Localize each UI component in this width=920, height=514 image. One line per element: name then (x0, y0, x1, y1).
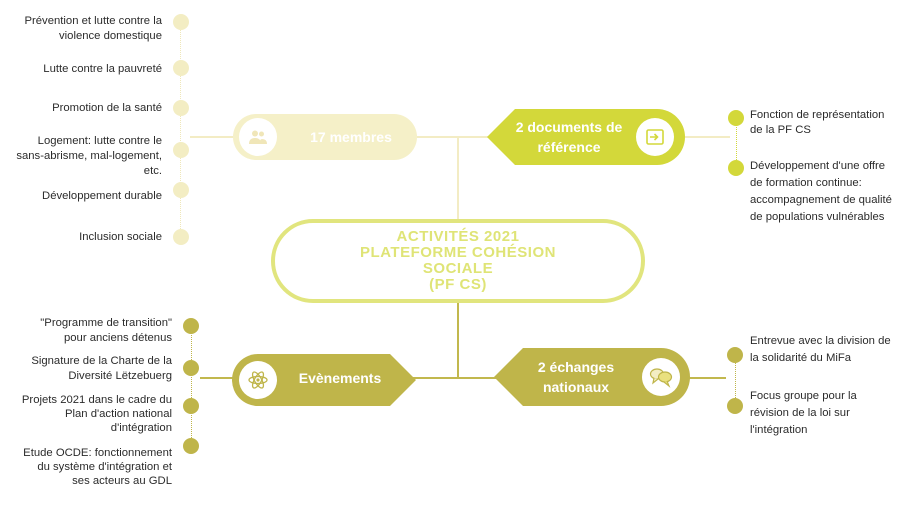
bottom-vertical-line (457, 302, 459, 378)
events-dot (183, 398, 199, 414)
members-item-label: Développement durable (42, 190, 162, 202)
members-dots-line (180, 22, 181, 237)
members-dot (173, 60, 189, 76)
members-dot (173, 100, 189, 116)
members-node[interactable]: 17 membres (233, 114, 417, 160)
members-node-label: 17 membres (310, 129, 392, 145)
members-item-label: Inclusion sociale (79, 231, 162, 243)
members-dot (173, 229, 189, 245)
members-item-label: Lutte contre la pauvreté (43, 63, 162, 75)
center-title-line: SOCIALE (422, 260, 494, 277)
members-item-label: Promotion de la santé (52, 102, 162, 114)
bottom-horizontal-line (200, 377, 726, 379)
events-item-label: "Programme de transition"pour anciens dé… (40, 317, 172, 344)
speech-bubbles-icon (649, 368, 673, 388)
events-node[interactable]: Evènements (232, 354, 416, 406)
exchanges-dot (727, 398, 743, 414)
events-dots-line (191, 326, 192, 446)
members-icon-holder (239, 118, 277, 156)
exchanges-dot (727, 347, 743, 363)
documents-icon-holder (636, 118, 674, 156)
events-dot (183, 438, 199, 454)
events-node-shape (232, 354, 416, 406)
exchanges-icon-holder (642, 358, 680, 396)
members-dot (173, 182, 189, 198)
documents-dot (728, 110, 744, 126)
center-title-line: (PF CS) (429, 276, 487, 293)
documents-dot (728, 160, 744, 176)
events-dot (183, 318, 199, 334)
top-horizontal-line (190, 136, 730, 138)
documents-dots-line (736, 116, 737, 168)
exchanges-node-shape (494, 348, 690, 406)
events-node-label: Evènements (298, 370, 382, 386)
people-icon (249, 130, 267, 144)
events-icon-holder (239, 361, 277, 399)
center-title-line: ACTIVITÉS 2021 (396, 228, 520, 245)
members-dot (173, 142, 189, 158)
atom-icon (248, 371, 268, 389)
exchanges-dots-line (735, 354, 736, 406)
members-dot (173, 14, 189, 30)
document-export-icon (646, 129, 664, 145)
center-title-line: PLATEFORME COHÉSION (360, 244, 556, 261)
center-title-box: ACTIVITÉS 2021 PLATEFORME COHÉSION SOCIA… (271, 219, 645, 303)
documents-node-shape (487, 109, 685, 165)
events-dot (183, 360, 199, 376)
top-vertical-line (457, 137, 459, 221)
